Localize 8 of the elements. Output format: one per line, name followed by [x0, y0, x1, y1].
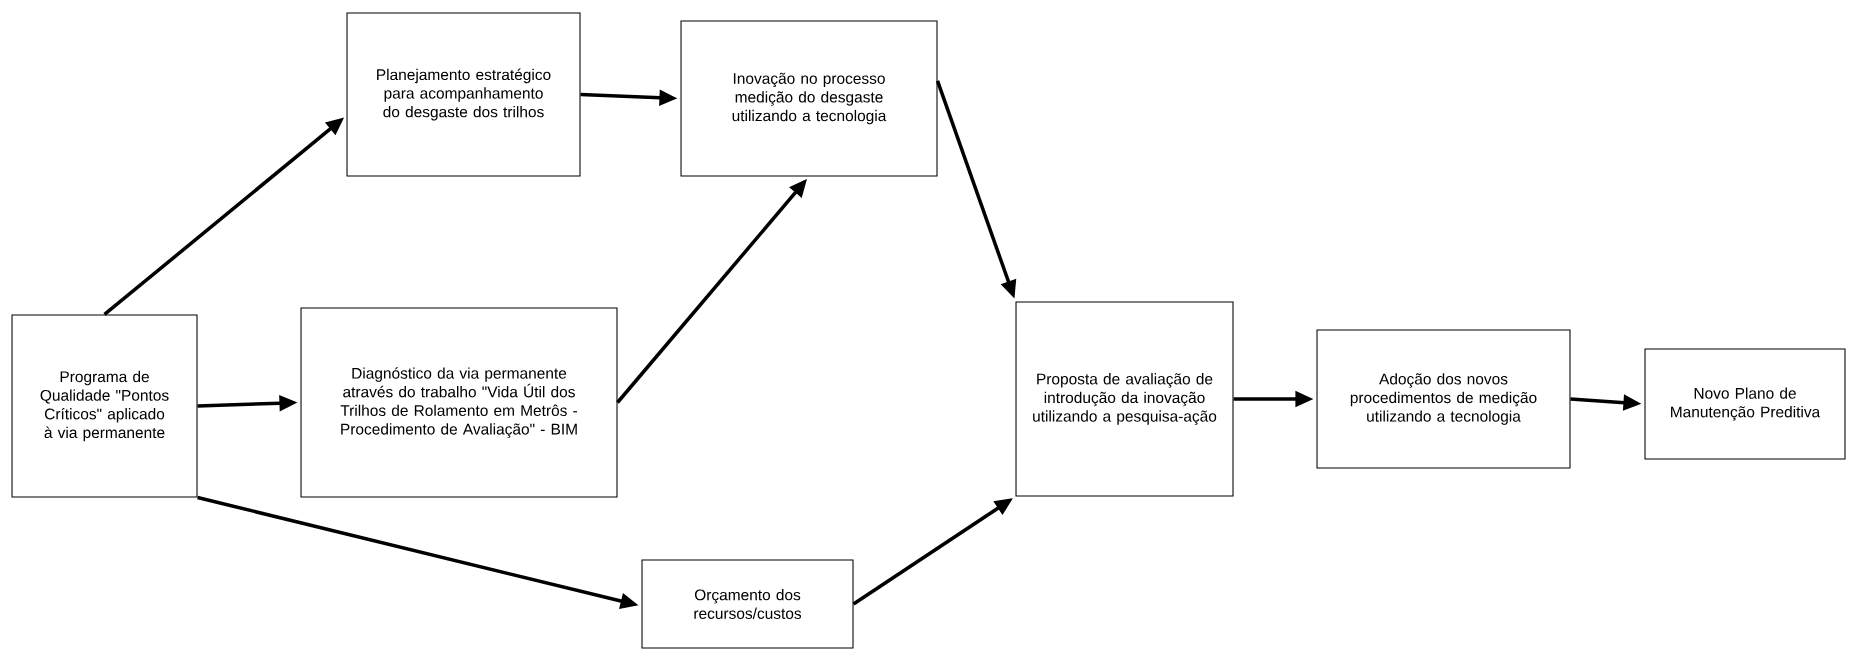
- process-box: Programa de Qualidade "Pontos Críticos" aplicado à via permanente: [11, 314, 198, 498]
- process-box: Inovação no processo medição do desgaste utilizando a tecnologia: [680, 20, 938, 177]
- process-box: Proposta de avaliação de introdução da inovação utilizando a pesquisa-ação: [1015, 301, 1234, 497]
- process-box: Planejamento estratégico para acompanhamento do desgaste dos trilhos: [346, 12, 581, 177]
- process-box: Adoção dos novos procedimentos de medição utilizando a tecnologia: [1316, 329, 1571, 469]
- process-box: Orçamento dos recursos/custos: [641, 559, 854, 649]
- process-box: Novo Plano de Manutenção Preditiva: [1644, 348, 1846, 460]
- process-box: Diagnóstico da via permanente através do trabalho "Vida Útil dos Trilhos de Rolamento em Metrôs - Procedimento de Avaliação" - BIM: [300, 307, 618, 498]
